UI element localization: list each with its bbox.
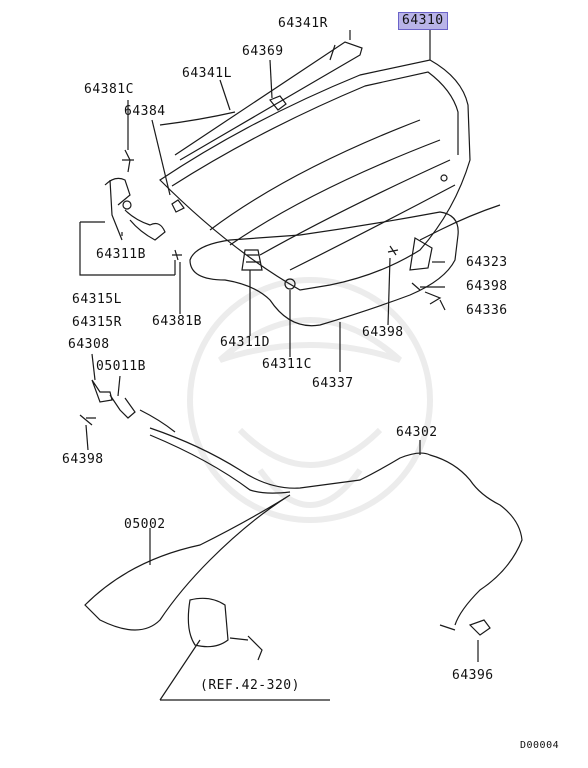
label-64315l: 64315L bbox=[72, 292, 122, 307]
hinge-64311b bbox=[104, 177, 131, 241]
label-64369: 64369 bbox=[242, 44, 284, 59]
label-64337: 64337 bbox=[312, 376, 354, 391]
reference-note: (REF.42-320) bbox=[200, 678, 300, 693]
watermark-emblem bbox=[187, 277, 433, 523]
label-05011b: 05011B bbox=[96, 359, 146, 374]
label-64308: 64308 bbox=[68, 337, 110, 352]
label-64336: 64336 bbox=[466, 303, 508, 318]
label-64396: 64396 bbox=[452, 668, 494, 683]
label-64315r: 64315R bbox=[72, 315, 122, 330]
label-64302: 64302 bbox=[396, 425, 438, 440]
cable-05002 bbox=[84, 494, 291, 631]
label-64381c: 64381C bbox=[84, 82, 134, 97]
diagram-code: D00004 bbox=[520, 740, 560, 751]
label-64341r: 64341R bbox=[278, 16, 328, 31]
label-64311d: 64311D bbox=[220, 335, 270, 350]
rod-64341r bbox=[174, 41, 363, 161]
trunk-lid bbox=[159, 59, 471, 291]
label-64311c: 64311C bbox=[262, 357, 312, 372]
label-64323: 64323 bbox=[466, 255, 508, 270]
label-64311b: 64311B bbox=[96, 247, 146, 262]
label-64398-lower: 64398 bbox=[62, 452, 104, 467]
label-64310: 64310 bbox=[398, 12, 448, 30]
weatherstrip-64337 bbox=[189, 211, 459, 327]
bumper-64311d bbox=[241, 249, 263, 271]
label-64381b: 64381B bbox=[152, 314, 202, 329]
label-64341l: 64341L bbox=[182, 66, 232, 81]
label-05002: 05002 bbox=[124, 517, 166, 532]
rod-64341l bbox=[159, 111, 236, 126]
label-64384: 64384 bbox=[124, 104, 166, 119]
label-64398-upper: 64398 bbox=[362, 325, 404, 340]
label-64398-right: 64398 bbox=[466, 279, 508, 294]
cable-64302 bbox=[149, 427, 523, 626]
